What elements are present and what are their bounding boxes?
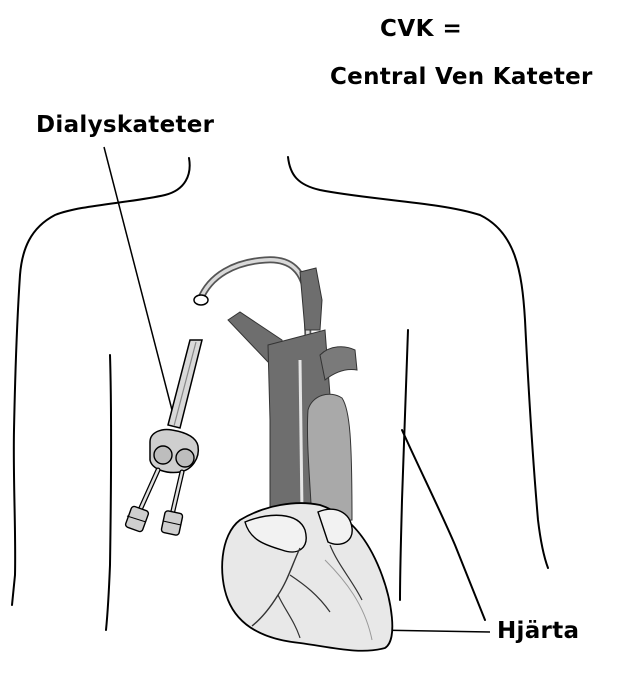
cvk-title-line2: Central Ven Kateter xyxy=(330,66,593,89)
clamp-right xyxy=(176,449,194,467)
dialysis-leader-line xyxy=(104,147,172,410)
aorta xyxy=(307,394,352,522)
catheter-in-vein xyxy=(300,360,302,512)
dialysis-catheter-label: Dialyskateter xyxy=(36,114,214,137)
left-shoulder xyxy=(12,158,190,605)
jugular-vein xyxy=(300,268,322,330)
great-veins xyxy=(228,268,357,522)
right-arm-line xyxy=(400,330,408,600)
catheter-exit-cuff xyxy=(194,295,208,305)
heart xyxy=(222,503,392,651)
cvk-title-line1: CVK = xyxy=(380,18,462,41)
catheter-shaft-detail xyxy=(174,342,196,426)
heart-label: Hjärta xyxy=(497,620,579,643)
lumen-right-inner xyxy=(172,472,182,515)
right-brachiocephalic-vein xyxy=(320,347,357,380)
right-underarm-line xyxy=(402,430,485,620)
clamp-left xyxy=(154,446,172,464)
left-arm-line xyxy=(106,355,111,630)
lumen-left-inner xyxy=(140,470,158,510)
